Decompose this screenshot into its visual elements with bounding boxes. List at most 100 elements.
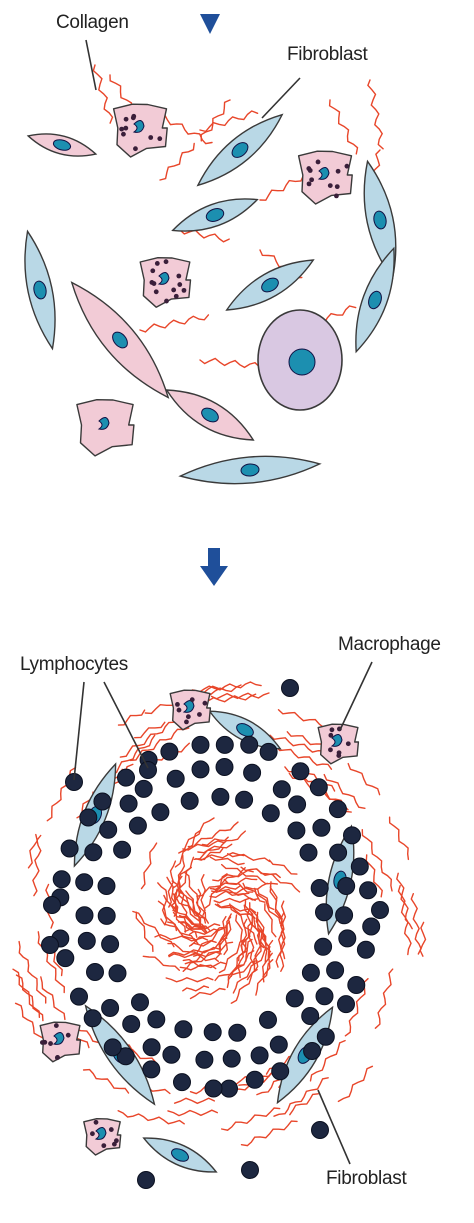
lymphocyte	[360, 882, 377, 899]
collagen-fiber	[368, 80, 383, 149]
lymphocyte	[311, 880, 328, 897]
lymphocyte	[289, 796, 306, 813]
lymphocyte	[327, 962, 344, 979]
lymphocyte	[175, 1021, 192, 1038]
lymphocyte	[315, 938, 332, 955]
granule	[171, 288, 176, 293]
lymphocyte	[339, 930, 356, 947]
collagen-fiber	[279, 710, 325, 728]
granule	[154, 289, 159, 294]
collagen-fiber	[168, 1110, 217, 1115]
lymphocyte	[87, 964, 104, 981]
collagen-fiber	[348, 764, 379, 795]
collagen-fiber	[242, 1121, 298, 1146]
lymphocyte	[310, 779, 327, 796]
lymphocyte	[140, 762, 157, 779]
granule	[346, 741, 351, 746]
collagen-fiber	[338, 1066, 372, 1101]
lymphocyte	[85, 844, 102, 861]
lymphocyte	[42, 937, 59, 954]
down-arrow-icon	[200, 14, 220, 34]
lymphocyte	[216, 736, 233, 753]
granule	[184, 720, 189, 725]
lymphocyte	[270, 1036, 287, 1053]
lymphocyte	[338, 996, 355, 1013]
collagen-fiber	[399, 886, 412, 955]
lymphocyte	[357, 941, 374, 958]
granule	[202, 701, 207, 706]
granule	[119, 127, 124, 132]
lymphocyte	[132, 994, 149, 1011]
granule	[123, 126, 128, 131]
lymphocyte	[71, 988, 88, 1005]
top-cell-cluster	[16, 104, 405, 489]
lymphocyte	[104, 1039, 121, 1056]
lymphocyte	[84, 1010, 101, 1027]
granule	[182, 288, 187, 293]
lymphocyte	[313, 819, 330, 836]
collagen-fiber	[140, 315, 208, 332]
lymphocyte	[143, 1039, 160, 1056]
lymphocyte	[351, 858, 368, 875]
lymphocyte	[344, 827, 361, 844]
lymphocyte	[236, 791, 253, 808]
collagen-fiber	[411, 894, 421, 954]
lymphocyte	[138, 1172, 155, 1189]
granule	[101, 1143, 106, 1148]
lymphocyte	[123, 1016, 140, 1033]
collagen-fiber	[183, 986, 209, 991]
granule	[334, 193, 339, 198]
collagen-fiber	[228, 961, 257, 980]
granule	[316, 160, 321, 165]
granule	[133, 146, 138, 151]
lymphocyte	[120, 795, 137, 812]
collagen-fiber	[269, 860, 297, 874]
lymphocyte	[102, 936, 119, 953]
lymphocyte	[76, 907, 93, 924]
lymphocyte	[44, 897, 61, 914]
fibroblast-cell	[345, 244, 405, 356]
collagen-label: Collagen	[56, 12, 129, 34]
lymphocyte	[316, 988, 333, 1005]
lymphocyte	[57, 950, 74, 967]
lymphocyte	[288, 822, 305, 839]
macrophage-cell	[140, 258, 190, 308]
lymphocytes-label: Lymphocytes	[20, 654, 128, 676]
macrophage-cell	[170, 690, 210, 730]
granule	[66, 1033, 71, 1038]
granule	[157, 136, 162, 141]
lymphocyte	[152, 804, 169, 821]
lymphocyte	[336, 907, 353, 924]
collagen-fiber	[191, 989, 226, 999]
lymphocyte	[163, 1046, 180, 1063]
collagen-fiber	[210, 857, 244, 864]
lymphocyte	[348, 977, 365, 994]
macrophage-cell	[84, 1119, 121, 1155]
lymphocyte	[312, 1122, 329, 1139]
collagen-fiber	[197, 890, 201, 916]
lymphocyte	[80, 809, 97, 826]
granule	[328, 747, 333, 752]
lymphocyte	[260, 1011, 277, 1028]
fibroblast-label-top: Fibroblast	[287, 44, 367, 66]
collagen-fiber	[166, 978, 213, 982]
lymphocyte	[161, 743, 178, 760]
fibroblast-cell	[355, 159, 405, 282]
lymphocyte	[192, 736, 209, 753]
lymphocyte	[260, 743, 277, 760]
collagen-fiber	[133, 912, 174, 947]
collagen-fiber	[390, 817, 409, 859]
lymphocyte	[292, 763, 309, 780]
lymphocyte	[241, 736, 258, 753]
lymphocyte	[109, 965, 126, 982]
lymphocyte	[174, 1074, 191, 1091]
lymphocyte	[223, 1050, 240, 1067]
granule	[112, 1142, 117, 1147]
granule	[121, 132, 126, 137]
lymphocyte	[78, 932, 95, 949]
lymphocyte	[129, 817, 146, 834]
lymphocyte	[251, 1047, 268, 1064]
lymphocyte	[100, 821, 117, 838]
granule	[131, 114, 136, 119]
